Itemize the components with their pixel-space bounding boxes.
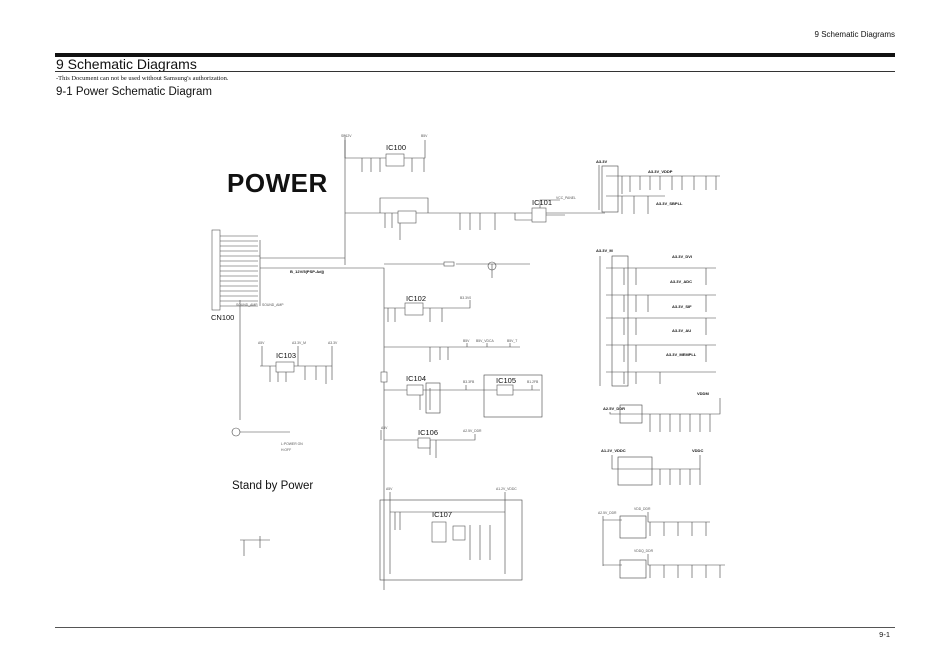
schematic-label: IC104: [406, 374, 426, 383]
ic107-block: A5V A1.2V_VDDC IC107: [240, 487, 523, 581]
schematic-label: A1.2V_VDDC: [601, 448, 626, 453]
schematic-label: L:POWER ON: [281, 442, 303, 446]
schematic-label: B5V: [421, 134, 428, 138]
page-number: 9-1: [879, 630, 890, 639]
schematic-label: IC106: [418, 428, 438, 437]
schematic-label: A2.5V_DDR: [603, 406, 625, 411]
schematic-label: B1.2FB: [527, 380, 539, 384]
schematic-label: VDDQ_DDR: [634, 549, 654, 553]
running-header: 9 Schematic Diagrams: [814, 30, 895, 39]
schematic-label: IC100: [386, 143, 406, 152]
schematic-label: IC101: [532, 198, 552, 207]
schematic-label: IC107: [432, 510, 452, 519]
schematic-label: IC105: [496, 376, 516, 385]
schematic-label: B_12V/5(PSP-Adj): [290, 269, 325, 274]
schematic-label: A3.3V: [328, 341, 338, 345]
schematic-label: B3.3V0: [460, 296, 471, 300]
schematic-label: A3.3V_ADC: [670, 279, 692, 284]
ic102-block: IC102 B3.3V0: [384, 294, 471, 322]
schematic-label: B3.3FB: [463, 380, 475, 384]
schematic-label: A1.2V_VDDC: [496, 487, 517, 491]
schematic-label: VCC_PANEL: [556, 196, 576, 200]
b5v-row: B5V B5V_VDCA B5V_T: [384, 339, 520, 362]
authorization-notice: -This Document can not be used without S…: [56, 75, 229, 82]
schematic-label: A2.5V_DDR: [463, 429, 482, 433]
connector-cn100: CN100 SOUND_AMP SOUND_AMP: [211, 135, 605, 590]
schematic-label: A3.3V_SIF: [672, 304, 692, 309]
schematic-label: IC102: [406, 294, 426, 303]
schematic-label: SP12V: [341, 134, 352, 138]
ddr-vdd-rails: A2.5V_DDR VDD_DDR VDDQ_DDR: [598, 507, 725, 579]
schematic-label: A3.3V_SBPLL: [656, 201, 683, 206]
schematic-label: A3.3V_M: [596, 248, 613, 253]
title-rule: [55, 53, 895, 57]
schematic-label: VDD_DDR: [634, 507, 651, 511]
schematic-label: VDDM: [697, 391, 709, 396]
a33v-m-rail: A3.3V_M A3.3V_DVI A3.3V_ADC A3.3V_SIF A3…: [596, 248, 716, 387]
a33v-rail: A3.3V A3.3V_VDDP A3.3V_SBPLL: [596, 159, 720, 214]
schematic-label: A5V: [386, 487, 393, 491]
schematic-label: B5V_VDCA: [476, 339, 494, 343]
vddc-rail: A1.2V_VDDC VDDC: [601, 448, 703, 486]
schematic-label: IC103: [276, 351, 296, 360]
standby-power-label: Stand by Power: [232, 480, 314, 492]
title-underline: [55, 71, 895, 72]
ic103-block: IC103 A5V A3.3V_M A3.3V L:POWER ON H:OFF: [231, 341, 338, 452]
schematic-label: A3.3V_DVI: [672, 254, 692, 259]
page-title: 9 Schematic Diagrams: [56, 56, 197, 72]
schematic-label: A3.3V: [596, 159, 607, 164]
schematic-label: SOUND_AMP: [236, 303, 258, 307]
schematic-label: A5V: [381, 426, 388, 430]
schematic-label: A2.5V_DDR: [598, 511, 617, 515]
schematic-label: B5V_T: [507, 339, 517, 343]
schematic-label: SOUND_AMP: [262, 303, 284, 307]
ddr-vddm-rail: A2.5V_DDR VDDM: [603, 391, 721, 432]
schematic-label: VDDC: [692, 448, 703, 453]
ic106-block: IC106 A5V A2.5V_DDR: [380, 426, 482, 458]
power-block-label: POWER: [227, 168, 328, 198]
schematic-label: H:OFF: [281, 448, 291, 452]
schematic-label: A3.3V_VDDP: [648, 169, 673, 174]
ic100-block: SP12V B5V IC100: [341, 134, 428, 172]
footer-rule: [55, 627, 895, 628]
schematic-label: A3.3V_M: [292, 341, 306, 345]
schematic-label: A3.3V_MEMPLL: [666, 352, 697, 357]
ic101-block: IC101 VCC_PANEL: [379, 196, 576, 278]
schematic-label: CN100: [211, 313, 234, 322]
ic104-ic105-block: IC104 B3.3FB IC105 B1.2FB: [380, 371, 543, 418]
section-subtitle: 9-1 Power Schematic Diagram: [56, 86, 212, 98]
schematic-label: A5V: [258, 341, 265, 345]
schematic-label: A3.3V_AU: [672, 328, 691, 333]
schematic-label: B5V: [463, 339, 470, 343]
